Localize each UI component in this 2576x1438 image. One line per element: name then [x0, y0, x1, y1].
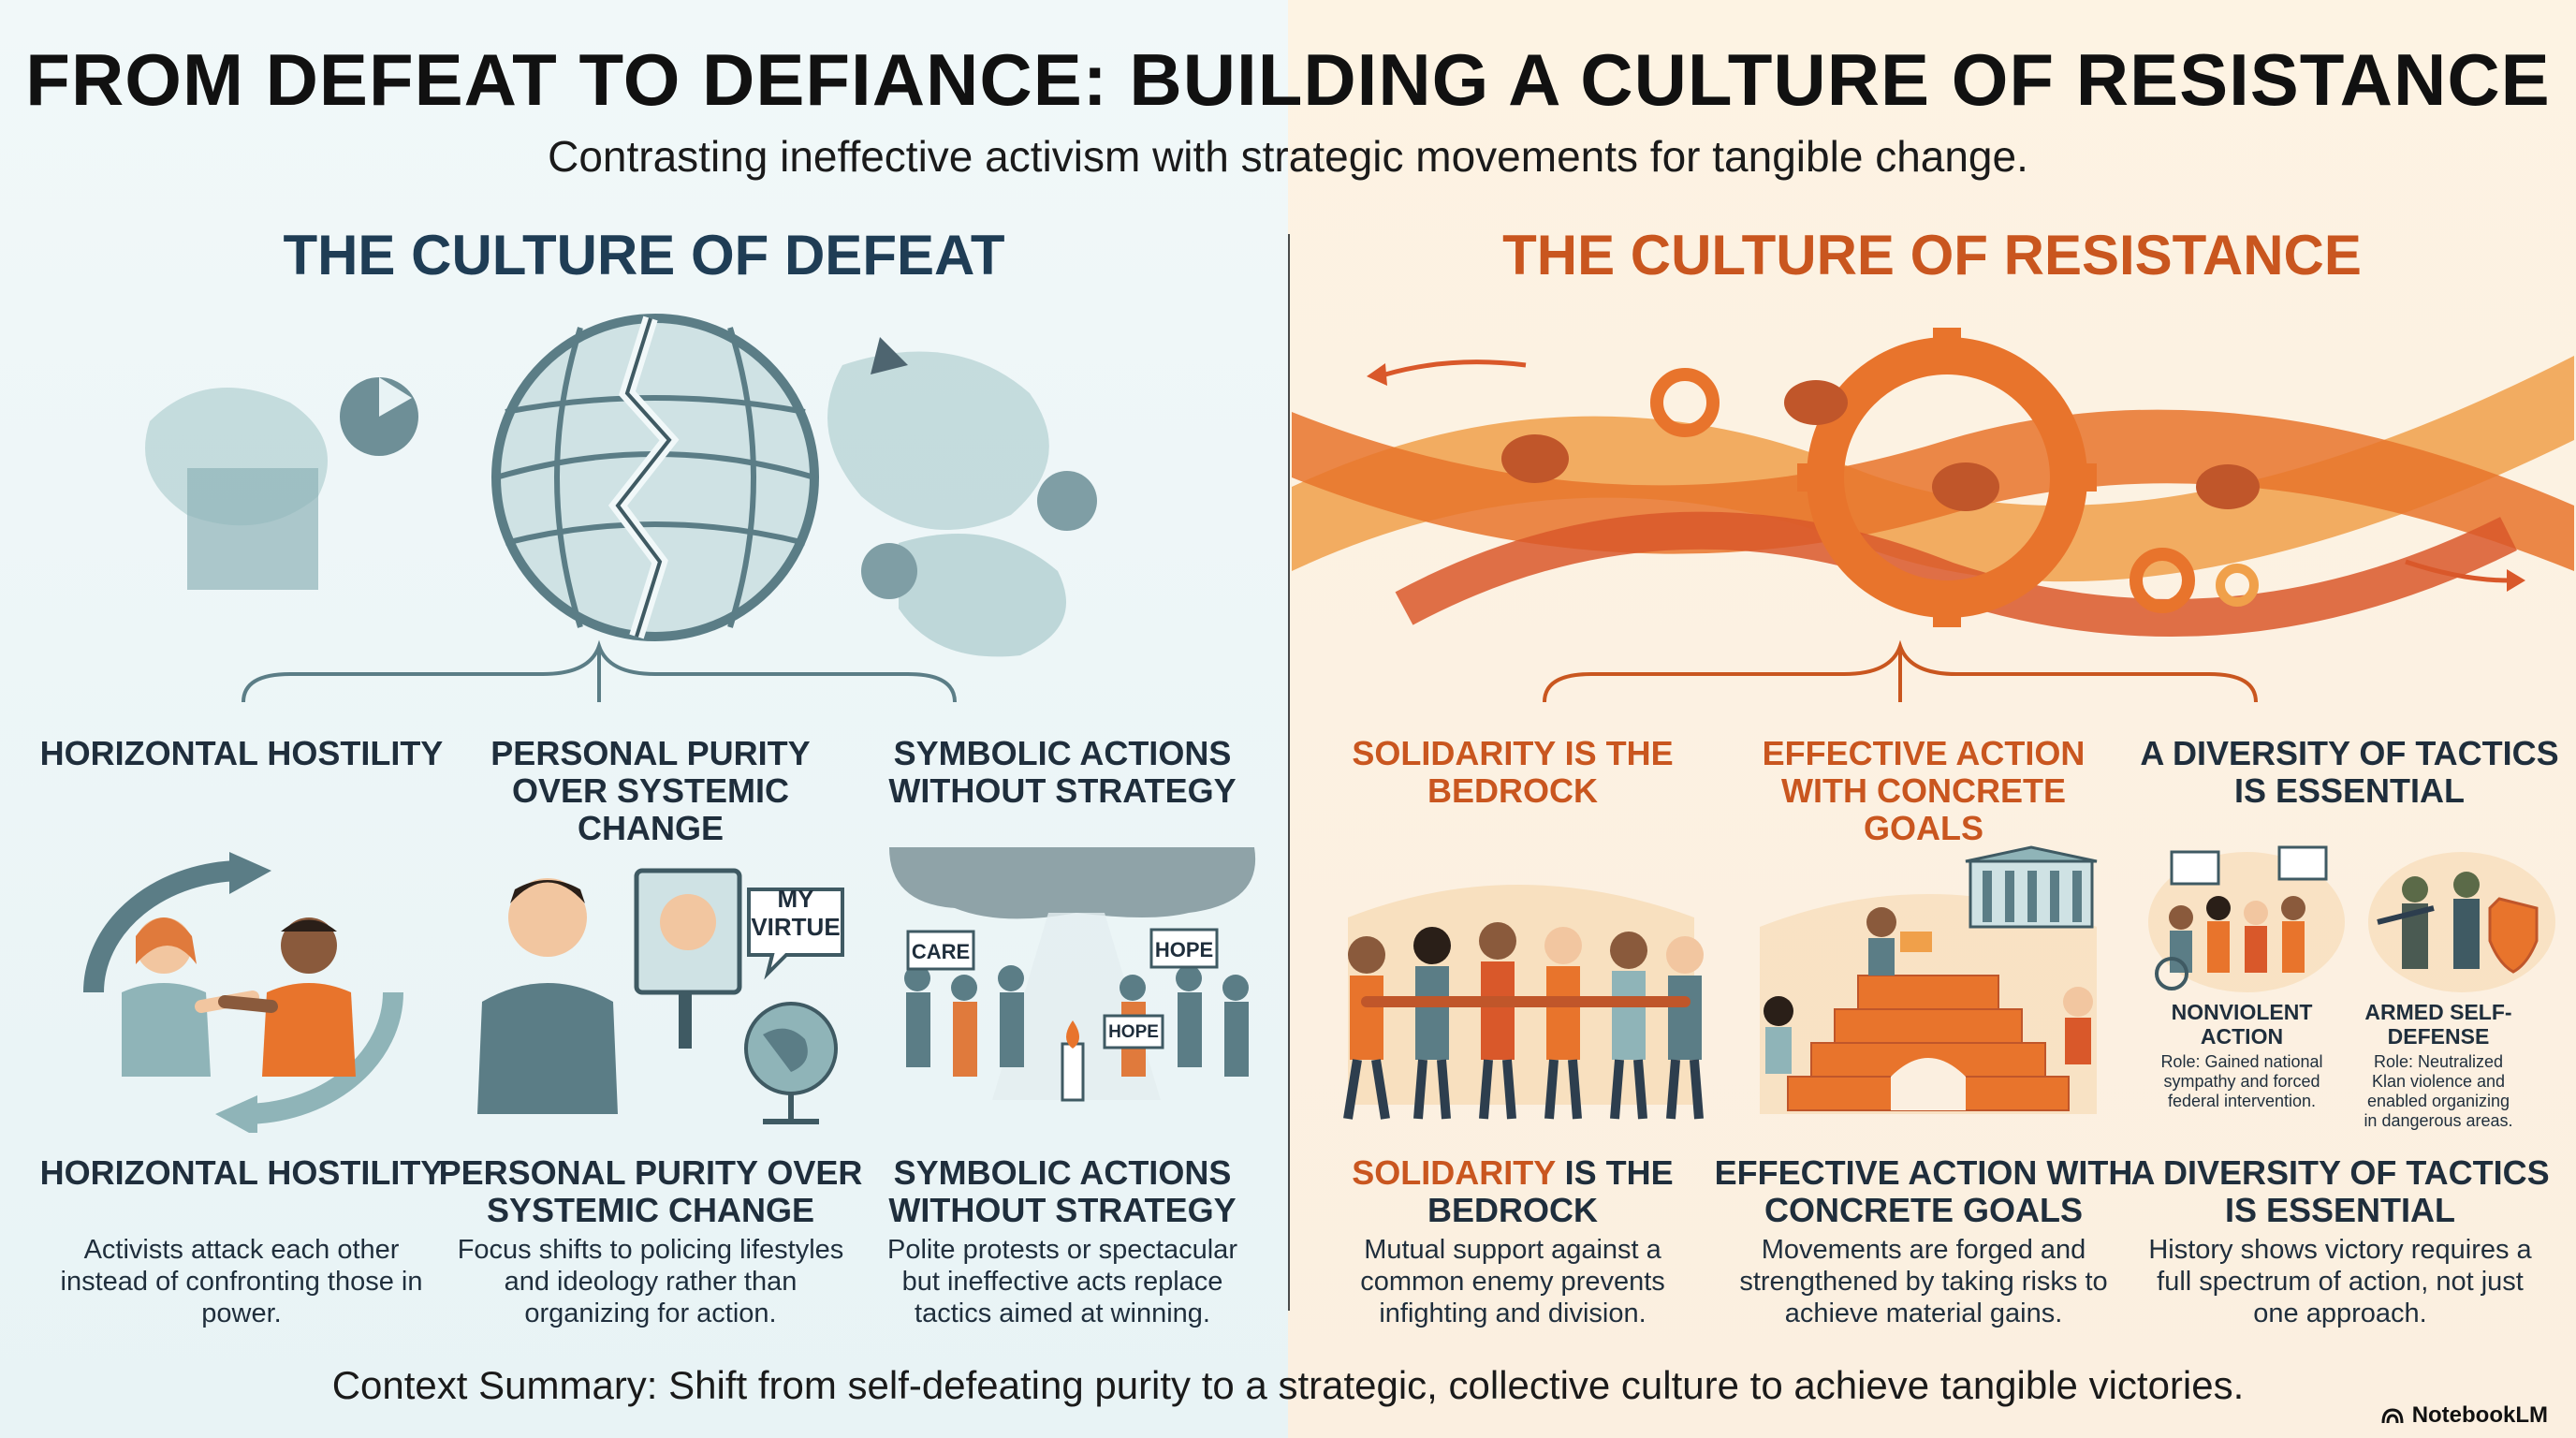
arguing-activists-illustration [83, 852, 403, 1133]
brand-label: NotebookLM [2411, 1402, 2548, 1428]
symbolic-protest-illustration [889, 847, 1256, 1102]
defeat-caption-1: HORIZONTAL HOSTILITY [39, 734, 444, 772]
purity-mirror-illustration [477, 868, 844, 1124]
nonviolent-action-title: NONVIOLENT ACTION [2171, 1000, 2313, 1049]
broken-globe-illustration [145, 314, 1097, 657]
building-bricks-illustration [1760, 845, 2098, 1114]
care-sign: CARE [911, 940, 971, 963]
solidarity-crowd-illustration [1343, 885, 1704, 1120]
hope-sign: HOPE [1154, 938, 1214, 961]
armed-self-defense-role: Role: Neutralized Klan violence and enab… [2364, 1052, 2513, 1130]
defeat-caption-3: SYMBOLIC ACTIONS WITHOUT STRATEGY [888, 734, 1237, 810]
resistance-card-title-3: A DIVERSITY OF TACTICS IS ESSENTIAL [2130, 1153, 2550, 1229]
defeat-branch-connector [242, 639, 957, 703]
resistance-caption-1: SOLIDARITY IS THE BEDROCK [1352, 734, 1674, 810]
defeat-caption-2: PERSONAL PURITY OVER SYSTEMIC CHANGE [490, 734, 811, 847]
page-title: FROM DEFEAT TO DEFIANCE: BUILDING A CULT… [25, 38, 2551, 121]
resistance-card-text-3: History shows victory requires a full sp… [2148, 1235, 2532, 1328]
resistance-caption-2: EFFECTIVE ACTION WITH CONCRETE GOALS [1762, 734, 2086, 847]
diversity-tactics-illustration [2148, 845, 2555, 992]
resistance-card-title-1: SOLIDARITY IS THE BEDROCK [1352, 1153, 1674, 1229]
defeat-card-title-1: HORIZONTAL HOSTILITY [39, 1153, 444, 1192]
defeat-heading: THE CULTURE OF DEFEAT [283, 224, 1005, 286]
resistance-panel-background [1288, 0, 2576, 1438]
resistance-branch-connector [1543, 639, 2258, 703]
notebooklm-brand: NotebookLM [2380, 1402, 2548, 1429]
defeat-panel-background [0, 0, 1288, 1438]
resistance-card-text-1: Mutual support against a common enemy pr… [1360, 1235, 1665, 1328]
resistance-card-text-2: Movements are forged and strengthened by… [1739, 1235, 2108, 1328]
armed-self-defense-title: ARMED SELF-DEFENSE [2364, 1000, 2512, 1049]
my-virtue-speech-bubble: MY VIRTUE [751, 885, 841, 941]
resistance-heading: THE CULTURE OF RESISTANCE [1502, 224, 2362, 286]
linked-arms-gear-illustration [1292, 328, 2574, 637]
resistance-caption-3: A DIVERSITY OF TACTICS IS ESSENTIAL [2140, 734, 2559, 810]
nonviolent-action-role: Role: Gained national sympathy and force… [2160, 1052, 2323, 1110]
defeat-card-title-2: PERSONAL PURITY OVER SYSTEMIC CHANGE [438, 1153, 863, 1229]
defeat-card-text-3: Polite protests or spectacular but ineff… [887, 1235, 1237, 1328]
context-summary: Context Summary: Shift from self-defeati… [331, 1363, 2245, 1407]
notebooklm-logo-icon [2381, 1408, 2404, 1424]
defeat-card-title-3: SYMBOLIC ACTIONS WITHOUT STRATEGY [888, 1153, 1237, 1229]
page-subtitle: Contrasting ineffective activism with st… [548, 132, 2028, 181]
resistance-card-title-2: EFFECTIVE ACTION WITH CONCRETE GOALS [1714, 1153, 2133, 1229]
hope-sign-small: HOPE [1108, 1022, 1159, 1042]
center-divider [1288, 234, 1290, 1311]
defeat-card-text-1: Activists attack each other instead of c… [60, 1235, 423, 1328]
defeat-card-text-2: Focus shifts to policing lifestyles and … [457, 1235, 844, 1328]
